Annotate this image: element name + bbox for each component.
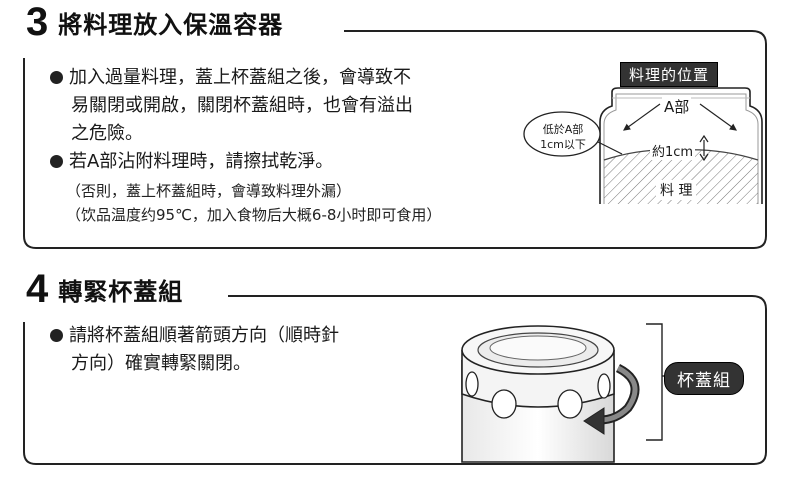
step3-bullet1-line3: 之危險。: [71, 123, 143, 144]
food-level-tag: 料理的位置: [620, 62, 719, 87]
bullet-dot-icon: [50, 71, 63, 84]
step3-bullet1-line2: 易關閉或開啟，關閉杯蓋組時，也會有溢出: [71, 95, 413, 116]
step4-bullet-tighten: 請將杯蓋組順著箭頭方向（順時針 方向）確實轉緊關閉。: [50, 322, 339, 378]
step3-bullet-wipe: 若A部沾附料理時，請擦拭乾淨。: [50, 148, 333, 176]
step4-bullet1-line2: 方向）確實轉緊關閉。: [71, 353, 251, 374]
step3-bullet2-line1: 若A部沾附料理時，請擦拭乾淨。: [69, 151, 334, 172]
step4-bullet1-line1: 請將杯蓋組順著箭頭方向（順時針: [69, 325, 339, 346]
bullet-dot-icon: [50, 155, 63, 168]
step4-header: 4 轉緊杯蓋組: [26, 269, 183, 309]
step3-title: 將料理放入保溫容器: [58, 10, 284, 39]
step3-header-rule: [344, 30, 734, 32]
food-label: 料 理: [656, 180, 697, 200]
step3-header: 3 將料理放入保溫容器: [26, 2, 283, 42]
lid-set-tag: 杯蓋組: [664, 362, 744, 395]
step3-bullet-overfill: 加入過量料理，蓋上杯蓋組之後，會導致不 易關閉或開啟，關閉杯蓋組時，也會有溢出 …: [50, 64, 413, 148]
step3-number: 3: [26, 0, 49, 44]
bullet-dot-icon: [50, 329, 63, 342]
step3-note-leak: （否則，蓋上杯蓋組時，會導致料理外漏）: [66, 182, 352, 200]
step4-title: 轉緊杯蓋組: [58, 277, 184, 306]
callout-line2: 1cm以下: [540, 138, 586, 151]
callout-line1: 低於A部: [542, 123, 584, 136]
step3-bullet1-line1: 加入過量料理，蓋上杯蓋組之後，會導致不: [69, 67, 411, 88]
label-a-part: A部: [662, 96, 692, 117]
step4-number: 4: [26, 267, 49, 311]
step3-note-temperature: （饮品温度约95℃，加入食物后大概6-8小时即可食用）: [66, 206, 442, 224]
measure-label: 約1cm: [650, 141, 696, 160]
